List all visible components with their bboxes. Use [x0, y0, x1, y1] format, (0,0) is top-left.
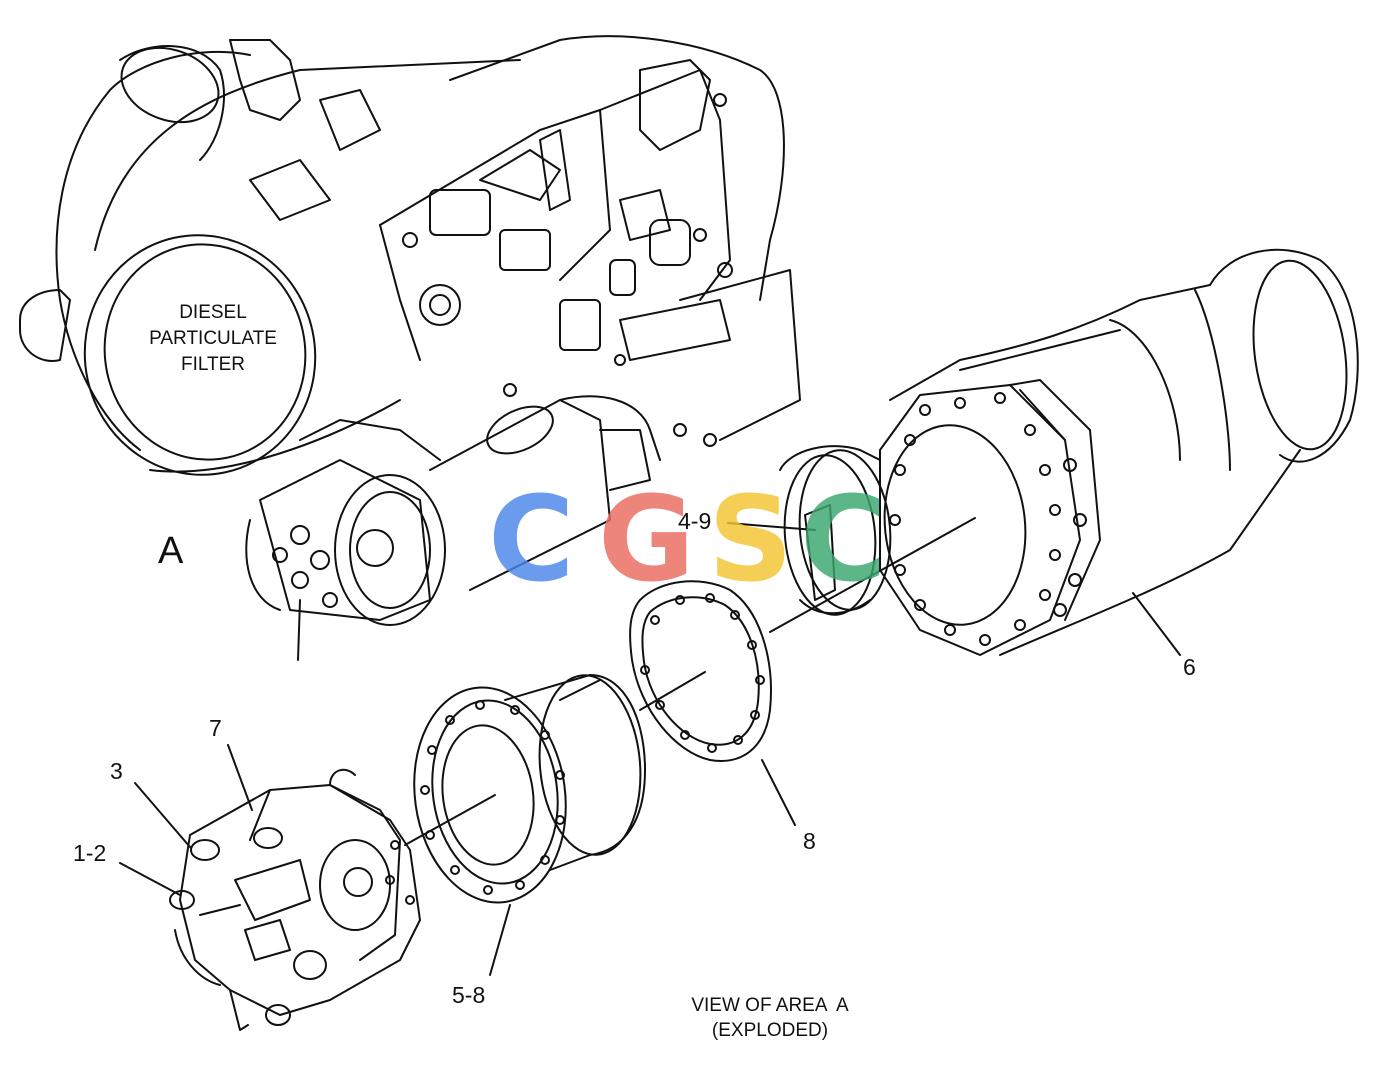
watermark-letter-g: G	[598, 470, 695, 608]
dpf-label-line-3: FILTER	[180, 354, 246, 375]
dpf-label-line-1: DIESEL	[179, 302, 247, 323]
flange-ring-part-5-8	[413, 686, 567, 904]
callout-4-9: 4-9	[678, 508, 712, 534]
leader-lines	[119, 517, 1181, 976]
view-caption-line-1: VIEW OF AREA A	[691, 995, 849, 1016]
watermark-letter-s: S	[708, 470, 793, 608]
callout-6: 6	[1183, 654, 1196, 680]
watermark-letter-c1: C	[488, 470, 575, 608]
callout-5-8: 5-8	[452, 982, 486, 1008]
view-caption: VIEW OF AREA A (EXPLODED)	[650, 993, 890, 1043]
area-a-label: A	[158, 530, 184, 572]
engine-assembly-illustration	[19, 35, 801, 661]
gasket-part-8	[629, 580, 772, 762]
callout-7: 7	[209, 715, 222, 741]
housing-part-6	[779, 248, 1359, 656]
callout-1-2: 1-2	[73, 840, 107, 866]
pump-assembly-illustration	[169, 768, 421, 1031]
dpf-label: DIESEL PARTICULATE FILTER	[128, 300, 298, 378]
callout-3: 3	[110, 758, 123, 784]
callout-8: 8	[803, 828, 816, 854]
watermark-letter-c2: C	[800, 470, 887, 608]
tube-part	[504, 674, 646, 871]
dpf-label-line-2: PARTICULATE	[149, 328, 277, 349]
view-caption-line-2: (EXPLODED)	[711, 1020, 829, 1041]
